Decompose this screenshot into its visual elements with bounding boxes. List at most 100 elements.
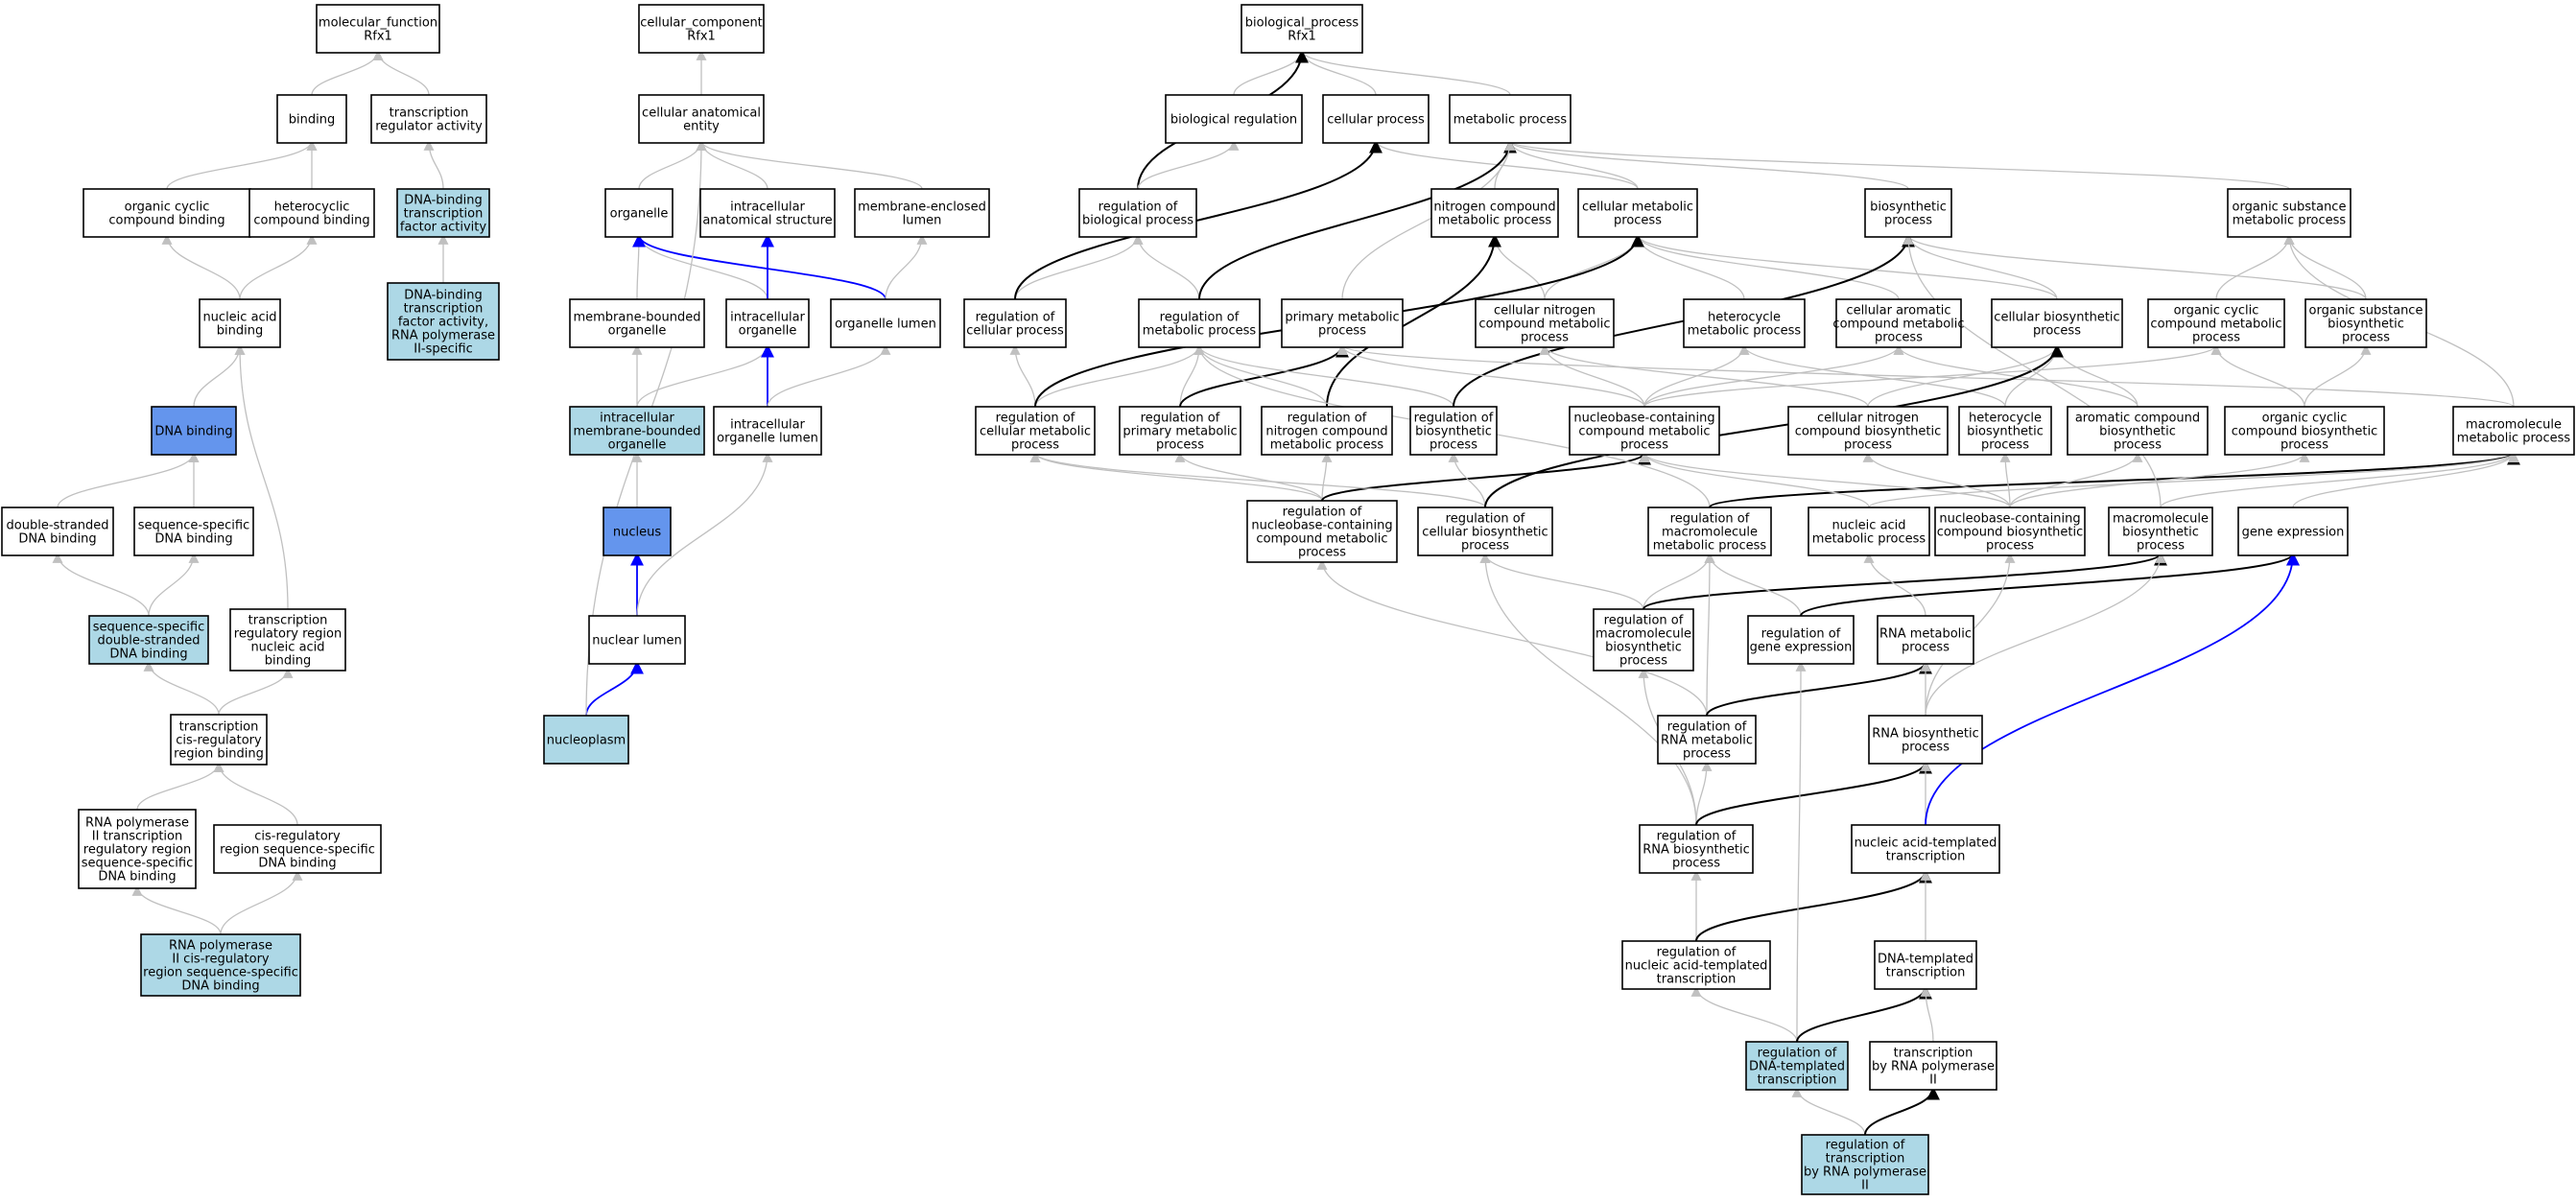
node-label-line: metabolic process bbox=[1453, 113, 1568, 128]
node-label-line: aromatic compound bbox=[2075, 412, 2200, 426]
edge-reg_cell_proc-to-reg_bio_proc bbox=[1014, 233, 1144, 300]
node-label-line: biosynthetic bbox=[1870, 200, 1947, 215]
node-label-line: compound biosynthetic bbox=[1795, 425, 1942, 439]
edge-reg_cell_biosyn-to-reg_cell_met bbox=[1029, 451, 1486, 508]
node-label-line: DNA binding bbox=[18, 532, 96, 547]
node-nucleus: nucleus bbox=[603, 507, 672, 556]
edge-cell_n_comp_met-to-cell_met bbox=[1544, 233, 1643, 300]
node-box bbox=[2147, 298, 2285, 348]
node-label-line: process bbox=[1461, 539, 1509, 554]
node-met_proc: metabolic process bbox=[1449, 94, 1572, 144]
edge-ds_dna_bind-to-dna_bind bbox=[57, 451, 200, 508]
edge-ic_org-to-organelle bbox=[633, 233, 768, 300]
node-label-line: regulation of bbox=[1141, 412, 1220, 426]
node-box bbox=[387, 282, 500, 361]
node-label-line: II bbox=[1929, 1073, 1937, 1088]
edge-rna_biosyn-to-macro_biosyn bbox=[1925, 552, 2166, 717]
node-label-line: cis-regulatory bbox=[176, 734, 262, 748]
node-box bbox=[213, 824, 382, 874]
node-label-line: compound binding bbox=[108, 214, 225, 228]
node-label-line: compound metabolic bbox=[2150, 318, 2281, 332]
node-box bbox=[588, 615, 686, 665]
edge-nb_biosyn-to-arom_biosyn bbox=[2009, 451, 2143, 508]
node-label-line: regulation of bbox=[1826, 1139, 1905, 1153]
node-label-line: RNA polymerase bbox=[169, 939, 272, 954]
node-box bbox=[229, 608, 346, 672]
node-box bbox=[603, 507, 672, 556]
edge-macro_biosyn-to-macro_met bbox=[2160, 451, 2519, 508]
node-box bbox=[1621, 940, 1771, 990]
node-label-line: nucleic acid bbox=[250, 641, 324, 655]
node-box bbox=[975, 406, 1096, 456]
edge-mem_bound_org-to-organelle bbox=[633, 233, 645, 300]
node-box bbox=[1683, 298, 1806, 348]
node-label-line: double-stranded bbox=[98, 634, 201, 648]
node-label-line: regulation of bbox=[1288, 412, 1367, 426]
node-label-line: II cis-regulatory bbox=[172, 953, 270, 967]
node-label-line: process bbox=[1298, 546, 1346, 560]
node-label-line: regulation of bbox=[1667, 720, 1747, 735]
node-label-line: compound metabolic bbox=[1578, 425, 1710, 439]
node-label-line: region sequence-specific bbox=[143, 966, 298, 980]
node-box bbox=[1808, 507, 1930, 556]
node-label-line: transcription bbox=[1758, 1073, 1837, 1088]
node-label-line: process bbox=[1619, 654, 1667, 669]
node-label-line: heterocyclic bbox=[274, 200, 350, 215]
edge-rnap2_reg_bind-to-tr_cis_bind bbox=[136, 761, 225, 811]
node-reg_macro_biosyn: regulation ofmacromoleculebiosyntheticpr… bbox=[1593, 608, 1694, 672]
edge-rna_met-to-na_met bbox=[1863, 552, 1926, 617]
node-label-line: cellular_component bbox=[640, 16, 763, 31]
node-gene_expr: gene expression bbox=[2237, 507, 2349, 556]
edge-reg_gene_expr-to-gene_expr bbox=[1800, 552, 2300, 617]
node-label-line: regulatory region bbox=[83, 843, 191, 858]
node-box bbox=[83, 188, 251, 238]
node-label-line: process bbox=[1683, 747, 1731, 762]
node-box bbox=[1569, 406, 1720, 456]
edge-cell_met-to-met_proc bbox=[1504, 139, 1639, 190]
edge-nb_met-to-cell_arom_met bbox=[1643, 343, 1904, 408]
edge-reg_rna_biosyn-to-rna_biosyn bbox=[1695, 760, 1932, 826]
node-organelle: organelle bbox=[604, 188, 674, 238]
node-label-line: region binding bbox=[174, 747, 264, 762]
node-label-line: cellular metabolic bbox=[980, 425, 1091, 439]
node-box bbox=[1747, 615, 1855, 665]
node-label-line: process bbox=[1430, 438, 1477, 453]
node-box bbox=[1869, 1041, 1997, 1091]
node-label-line: regulation of bbox=[1099, 200, 1178, 215]
edge-tr_reg_na_bind-to-na_bind bbox=[234, 343, 289, 610]
node-org_lumen: organelle lumen bbox=[830, 298, 941, 348]
edge-nb_biosyn-to-het_biosyn bbox=[1999, 451, 2011, 508]
edge-cell_n_comp_biosyn-to-cell_n_comp_met bbox=[1539, 343, 1869, 408]
node-label-line: transcription bbox=[1894, 1047, 1973, 1061]
edge-tr_reg_act-to-mf_root bbox=[372, 49, 430, 96]
node-box bbox=[88, 615, 209, 665]
node-box bbox=[1934, 507, 2086, 556]
edge-cell_met-to-cell_proc bbox=[1370, 139, 1639, 190]
edge-met_proc-to-bp_root bbox=[1296, 49, 1511, 96]
node-box bbox=[2304, 298, 2427, 348]
node-label-line: nucleic acid bbox=[202, 311, 276, 325]
node-label-line: cellular nitrogen bbox=[1817, 412, 1919, 426]
node-label-line: organic cyclic bbox=[125, 200, 210, 215]
edge-organelle-to-cell_anat bbox=[638, 139, 707, 190]
edge-na_bind-to-org_cyc_bind bbox=[161, 233, 241, 300]
node-label-line: organelle bbox=[610, 207, 669, 222]
edge-na_met-to-nb_met bbox=[1639, 451, 1870, 508]
edge-reg_nb_met-to-reg_cell_met bbox=[1029, 451, 1323, 502]
node-box bbox=[1593, 608, 1694, 672]
